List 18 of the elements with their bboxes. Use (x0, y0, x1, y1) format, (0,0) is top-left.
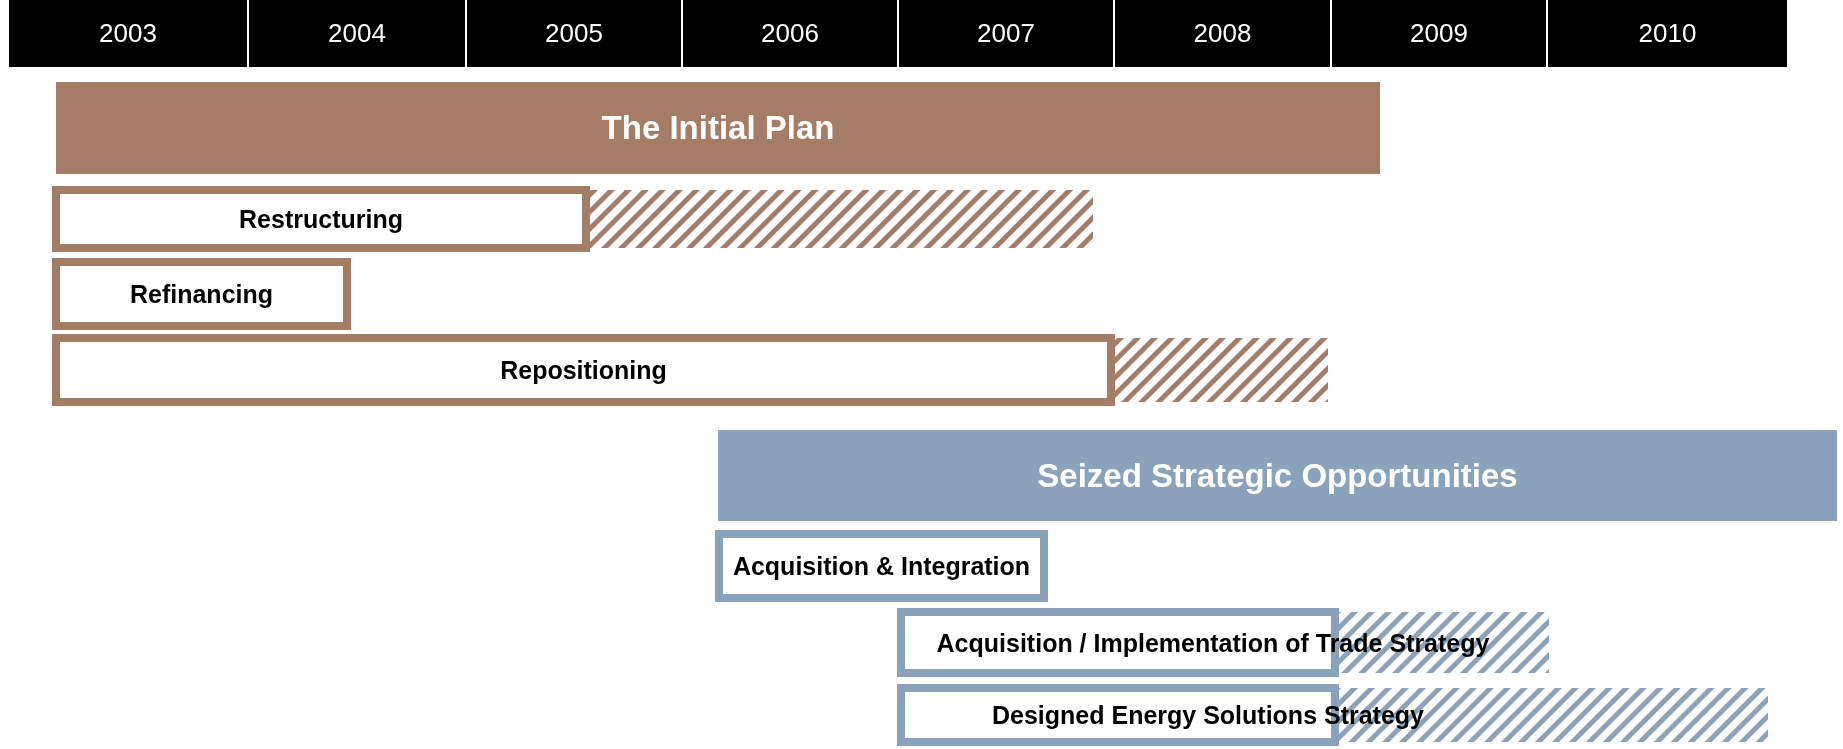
year-header-cell: 2003 (9, 0, 249, 67)
task-label: Acquisition & Integration (732, 551, 1031, 581)
task-label: Designed Energy Solutions Strategy (992, 700, 1424, 730)
year-header-cell: 2008 (1115, 0, 1332, 67)
year-header-cell: 2010 (1548, 0, 1789, 67)
phase-band (56, 82, 1380, 174)
task-label: Repositioning (500, 355, 667, 385)
task-label: Acquisition / Implementation of Trade Strategy (936, 628, 1490, 657)
phase-band (718, 430, 1837, 521)
year-header-cell: 2006 (683, 0, 899, 67)
year-header-cell: 2007 (899, 0, 1115, 67)
year-header-cell: 2004 (249, 0, 467, 67)
phase-title: The Initial Plan (601, 109, 835, 147)
task-label: Refinancing (129, 279, 274, 309)
year-header-cell: 2005 (467, 0, 683, 67)
task-label: Restructuring (239, 204, 403, 234)
phase-title: Seized Strategic Opportunities (1037, 456, 1518, 495)
year-header-cell: 2009 (1332, 0, 1548, 67)
